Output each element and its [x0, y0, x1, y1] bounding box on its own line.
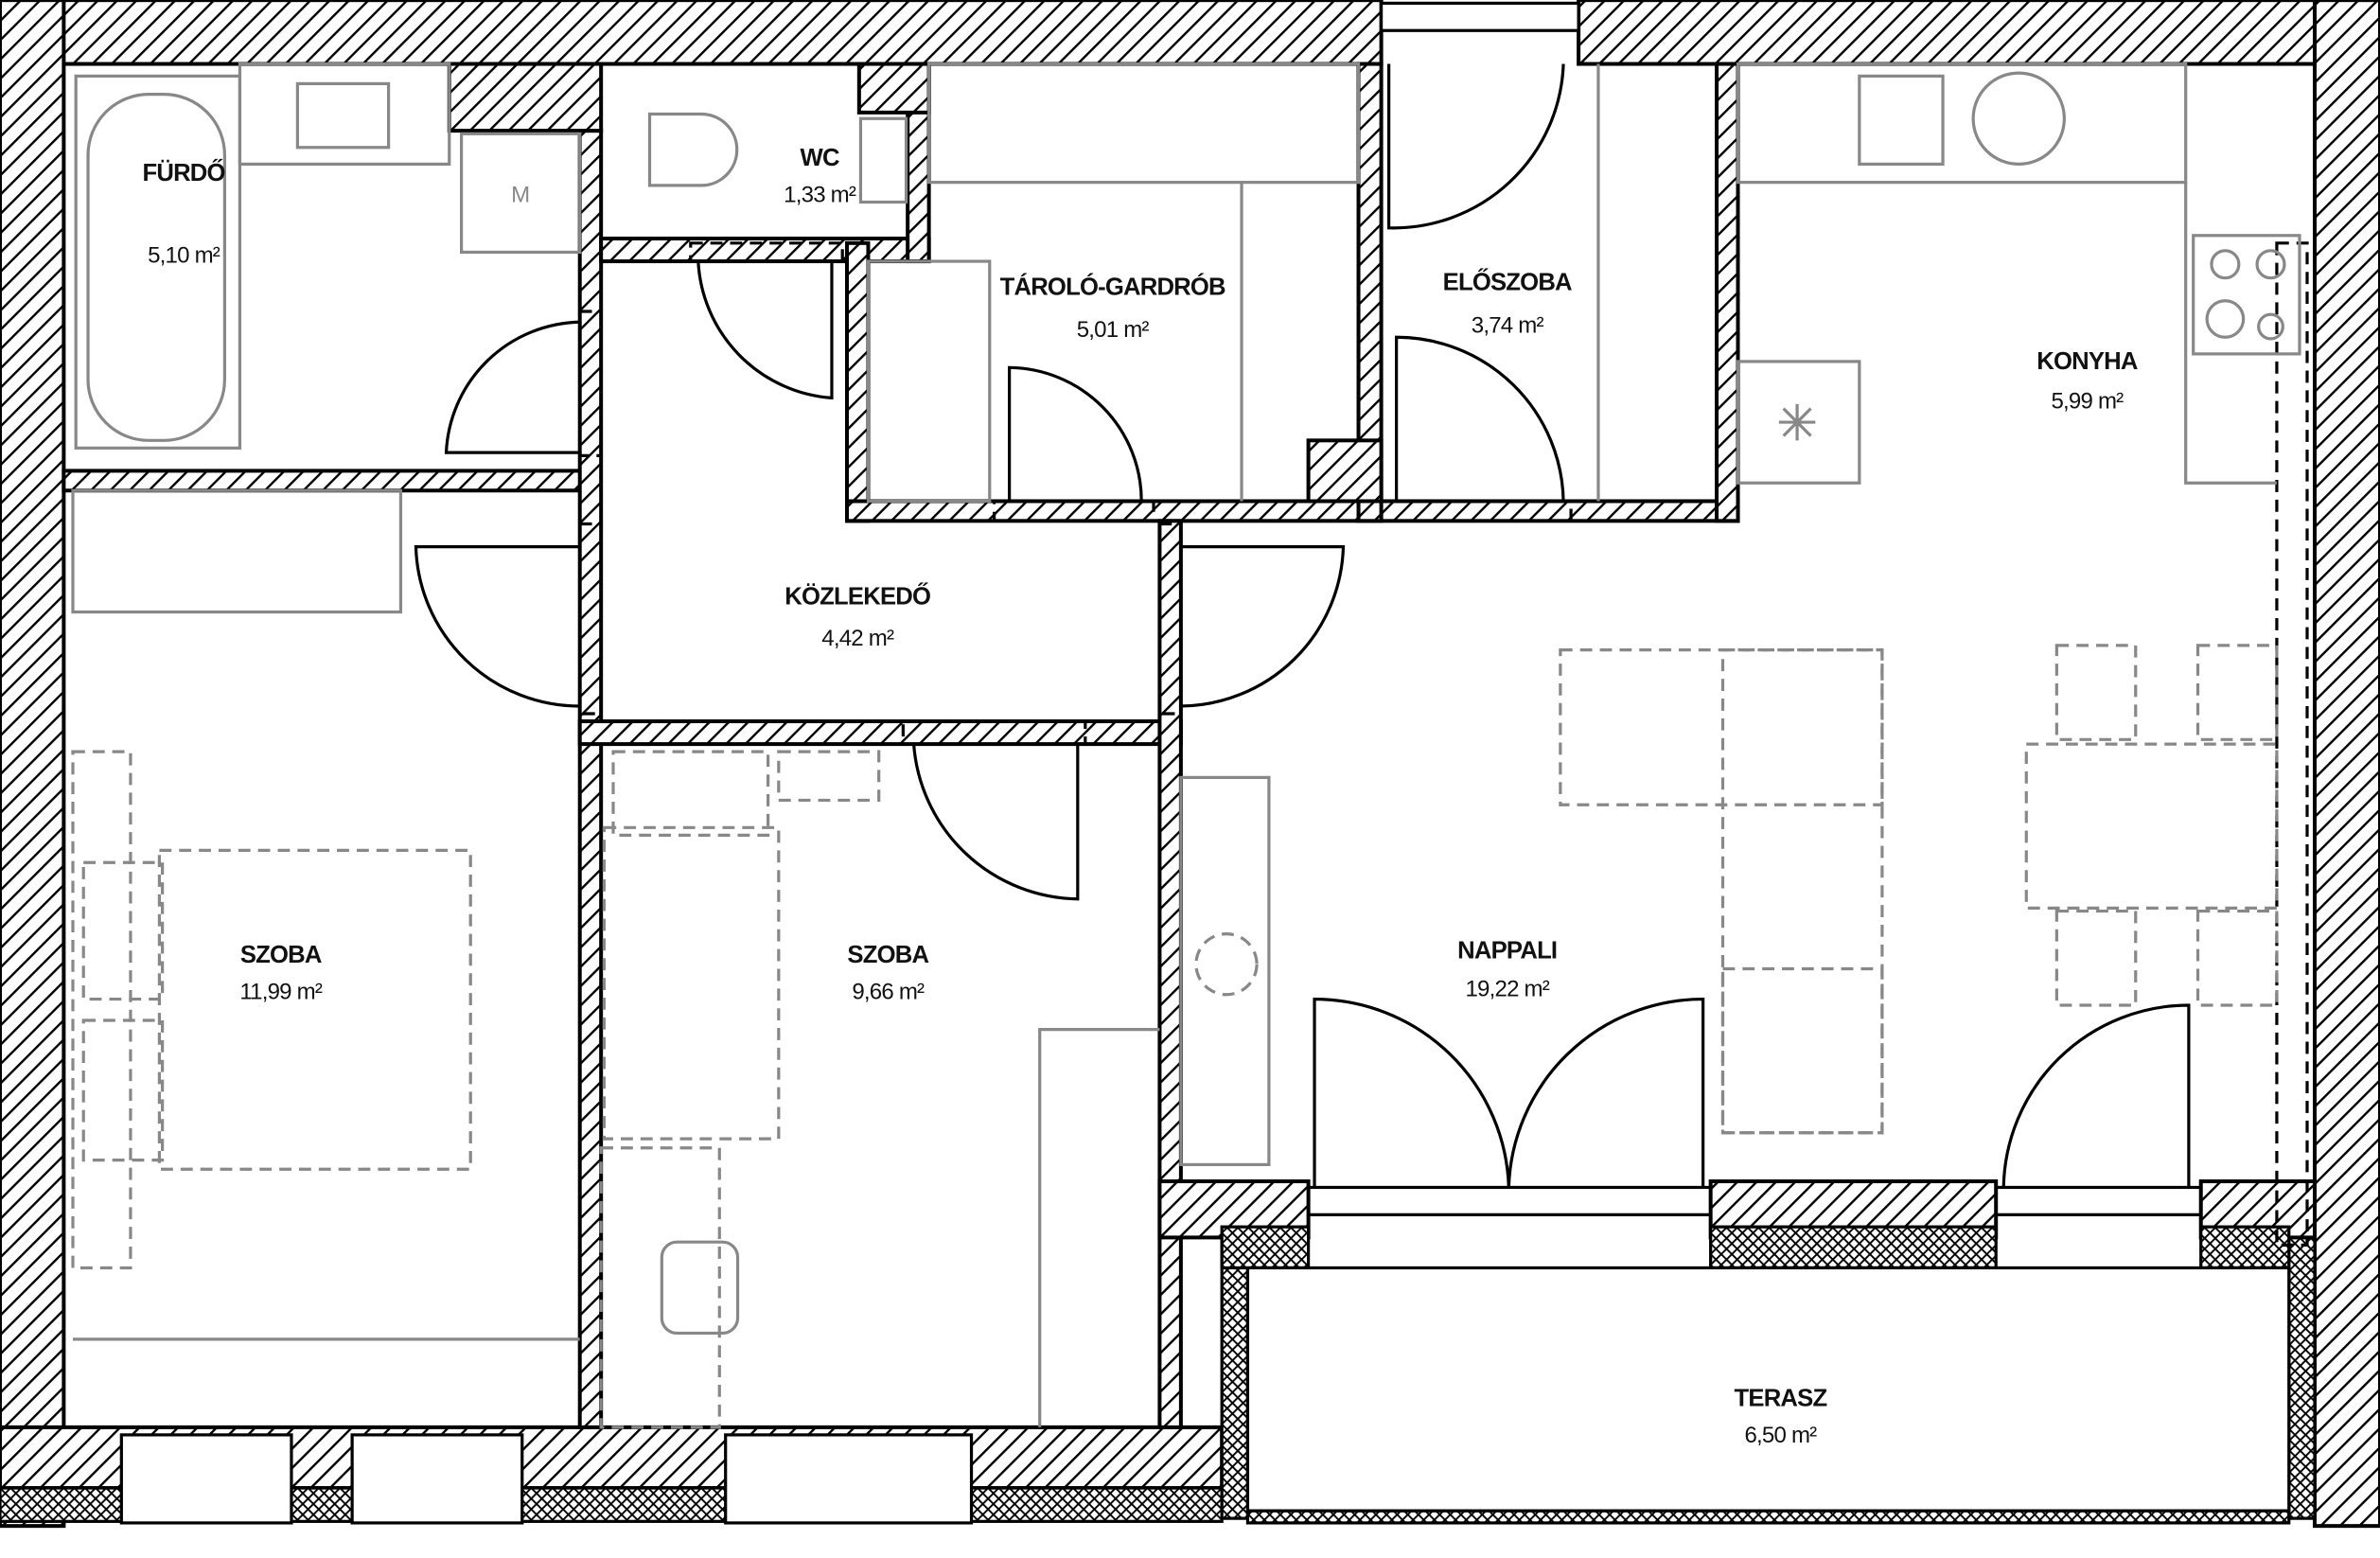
bathtub	[86, 93, 226, 442]
bed-2	[602, 825, 781, 1141]
room-area-szoba-2: 9,66 m²	[852, 980, 925, 1005]
room-name-szoba-2: SZOBA	[847, 942, 928, 968]
room-area-konyha: 5,99 m²	[2051, 389, 2124, 415]
cooktop	[2192, 234, 2301, 356]
room-name-eloszoba: ELŐSZOBA	[1443, 269, 1572, 296]
dining-table	[2024, 742, 2279, 910]
room-name-wc: WC	[801, 145, 839, 171]
room-name-kozlekedo: KÖZLEKEDŐ	[785, 583, 930, 611]
room-area-eloszoba: 3,74 m²	[1472, 312, 1544, 338]
room-area-nappali: 19,22 m²	[1465, 976, 1549, 1001]
doors[interactable]	[414, 63, 2191, 1188]
room-name-tarolo: TÁROLÓ-GARDRÓB	[1000, 272, 1225, 300]
room-labels: FÜRDŐ 5,10 m² WC 1,33 m² TÁROLÓ-GARDRÓB …	[142, 145, 2138, 1448]
furniture	[71, 62, 2301, 1429]
room-name-furdo: FÜRDŐ	[142, 159, 224, 186]
room-area-kozlekedo: 4,42 m²	[821, 626, 894, 651]
room-area-furdo: 5,10 m²	[148, 243, 220, 269]
washer-label: M	[511, 182, 530, 207]
room-name-terasz: TERASZ	[1735, 1385, 1827, 1411]
toilet	[647, 112, 739, 187]
kitchen-sink	[1858, 74, 1945, 167]
terrace-slab	[1245, 1266, 2291, 1513]
room-area-wc: 1,33 m²	[784, 182, 856, 207]
bed	[157, 848, 472, 1171]
door-openings	[578, 241, 2309, 1248]
interior-walls	[62, 62, 2318, 1429]
desk-chair	[660, 1240, 740, 1336]
room-area-terasz: 6,50 m²	[1744, 1423, 1817, 1448]
room-area-tarolo: 5,01 m²	[1077, 317, 1150, 343]
windows	[119, 1, 2203, 1525]
room-name-szoba-1: SZOBA	[240, 942, 322, 968]
room-name-konyha: KONYHA	[2036, 348, 2138, 375]
room-area-szoba-1: 11,99 m²	[239, 980, 322, 1005]
washing-machine	[459, 132, 582, 255]
room-name-nappali: NAPPALI	[1457, 937, 1557, 964]
sink	[295, 81, 391, 150]
stove-hood	[1971, 71, 2066, 167]
tv-cabinet	[1179, 775, 1271, 1167]
